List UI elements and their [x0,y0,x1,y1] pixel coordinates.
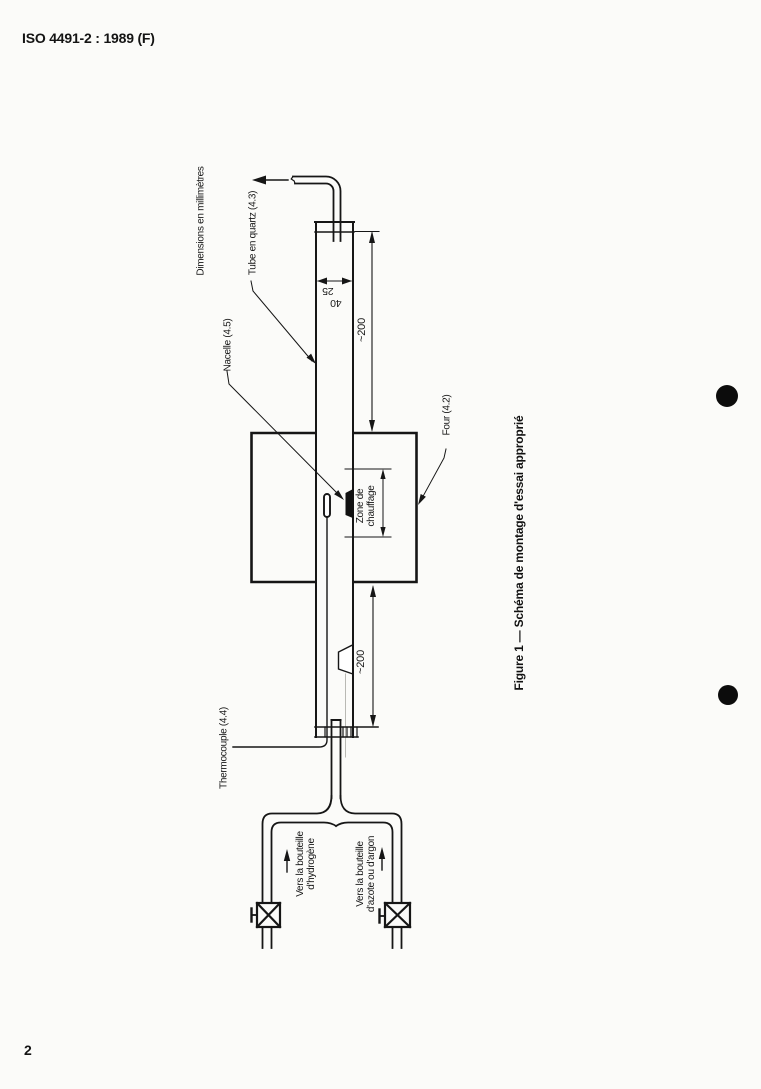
gas-exit-arrow [252,175,289,185]
figure-caption: Figure 1 — Schéma de montage d'essai app… [512,415,526,691]
heating-zone-dimension [344,468,392,538]
units-note: Dimensions en millimètres [195,166,207,276]
dimension-200-lower-text: ~200 [355,650,367,674]
registration-dot-bottom [718,685,738,705]
page-number: 2 [24,1042,32,1058]
flow-arrow-inert-gas [378,847,386,871]
document-reference: ISO 4491-2 : 1989 (F) [22,30,155,46]
quartz-tube [314,221,355,738]
gas-outlet-elbow [290,175,342,242]
heating-zone-label: Zone de chauffage [355,485,377,527]
flow-arrow-hydrogen [283,849,291,873]
dimension-200-lower [370,585,376,727]
dimension-200-upper [354,230,380,432]
dimension-diameter [317,277,352,285]
valve-inert-gas [378,901,412,929]
tube-quartz-label: Tube en quartz (4.3) [247,190,259,276]
inert-gas-bottle-label: Vers la bouteille d'azote ou d'argon [355,835,377,913]
gas-inlet-piping [261,719,403,949]
nacelle-label: Nacelle (4.5) [222,318,234,372]
nacelle-boat [345,488,354,519]
thermocouple-label: Thermocouple (4.4) [218,707,230,789]
registration-dot-top [716,385,738,407]
hydrogen-bottle-label: Vers la bouteille d'hydrogène [295,831,317,897]
four-label: Four (4.2) [441,394,453,436]
leader-four [418,448,447,505]
tube-end-stopper [314,726,379,738]
dimension-200-upper-text: ~200 [356,318,368,342]
inner-diameter-text: 25 [322,285,334,297]
leader-nacelle [226,370,344,500]
outer-diameter-text: 40 [330,297,342,309]
furnace-outline [250,431,418,584]
leader-tube-quartz [250,280,316,364]
thermocouple-probe [232,493,331,748]
valve-hydrogen [250,901,282,929]
ground-joint-mark [337,644,353,758]
